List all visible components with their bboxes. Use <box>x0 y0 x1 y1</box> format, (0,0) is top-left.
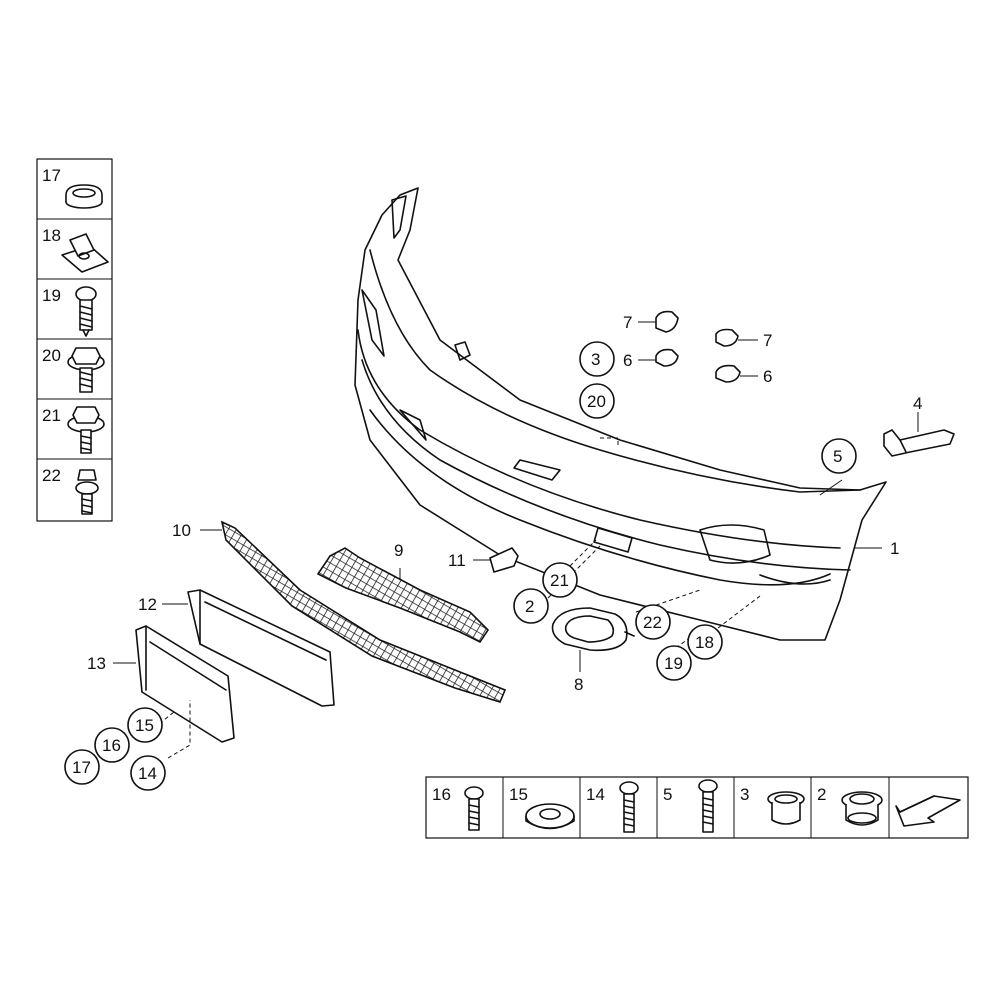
callout-4: 4 <box>913 394 922 413</box>
callout-16: 16 <box>102 736 121 755</box>
small-screw-icon <box>75 469 99 515</box>
legend-label-14: 14 <box>586 785 605 804</box>
side-bracket <box>883 429 955 457</box>
callout-3: 3 <box>591 350 600 369</box>
grommet-cap-icon <box>65 184 103 209</box>
bottom-legend: 16 15 14 5 3 2 <box>425 776 969 839</box>
tow-hook-cover <box>489 547 519 573</box>
callout-14: 14 <box>138 764 157 783</box>
direction-arrow-icon <box>895 795 961 827</box>
gasket-7-right <box>715 328 739 347</box>
legend-label-22: 22 <box>42 466 61 485</box>
lower-grille-strip <box>220 520 507 703</box>
legend-label-2: 2 <box>817 785 826 804</box>
callout-5: 5 <box>833 447 842 466</box>
washer-icon <box>525 803 575 830</box>
callout-7-left: 7 <box>623 313 632 332</box>
license-plate-bracket <box>187 589 335 707</box>
tapping-screw-icon <box>698 779 718 833</box>
callout-9: 9 <box>394 541 403 560</box>
legend-label-16: 16 <box>432 785 451 804</box>
callout-13: 13 <box>87 654 106 673</box>
plug-icon <box>767 791 805 825</box>
grommet-icon <box>841 791 883 826</box>
legend-label-21: 21 <box>42 406 61 425</box>
left-legend: 17 18 19 20 21 22 <box>36 158 113 522</box>
center-grille-insert <box>316 547 490 644</box>
legend-label-20: 20 <box>42 346 61 365</box>
legend-label-19: 19 <box>42 286 61 305</box>
hex-bolt-long-icon <box>67 406 105 454</box>
callout-12: 12 <box>138 595 157 614</box>
clip-nut-icon <box>61 233 109 273</box>
callout-19: 19 <box>664 654 683 673</box>
legend-label-5: 5 <box>663 785 672 804</box>
legend-label-15: 15 <box>509 785 528 804</box>
gasket-6-right <box>715 364 741 383</box>
callout-15: 15 <box>135 716 154 735</box>
legend-label-18: 18 <box>42 226 61 245</box>
callout-6-right: 6 <box>763 367 772 386</box>
callout-17: 17 <box>72 758 91 777</box>
callout-8: 8 <box>574 675 583 694</box>
long-screw-icon <box>619 781 639 833</box>
callout-18: 18 <box>695 633 714 652</box>
fog-lamp-trim-ring <box>551 607 635 652</box>
callout-21: 21 <box>550 571 569 590</box>
callout-2: 2 <box>525 597 534 616</box>
flange-screw-icon <box>75 286 97 337</box>
license-plate-base <box>135 625 235 743</box>
legend-label-3: 3 <box>740 785 749 804</box>
front-bumper-cover <box>354 187 887 641</box>
legend-label-17: 17 <box>42 166 61 185</box>
gasket-parts <box>655 310 741 383</box>
callout-22: 22 <box>643 613 662 632</box>
pan-screw-icon <box>464 786 484 831</box>
callout-11: 11 <box>448 551 466 570</box>
gasket-7-left <box>655 310 679 333</box>
callout-10: 10 <box>172 521 191 540</box>
callout-circles <box>64 341 857 791</box>
hex-bolt-washer-icon <box>67 347 105 393</box>
callout-labels: 1 2 3 4 5 6 6 7 7 8 9 10 11 12 13 14 15 … <box>72 313 922 783</box>
callout-6-left: 6 <box>623 351 632 370</box>
callout-7-right: 7 <box>763 331 772 350</box>
callout-1: 1 <box>890 539 899 558</box>
gasket-6-left <box>655 348 679 367</box>
callout-20: 20 <box>587 392 606 411</box>
